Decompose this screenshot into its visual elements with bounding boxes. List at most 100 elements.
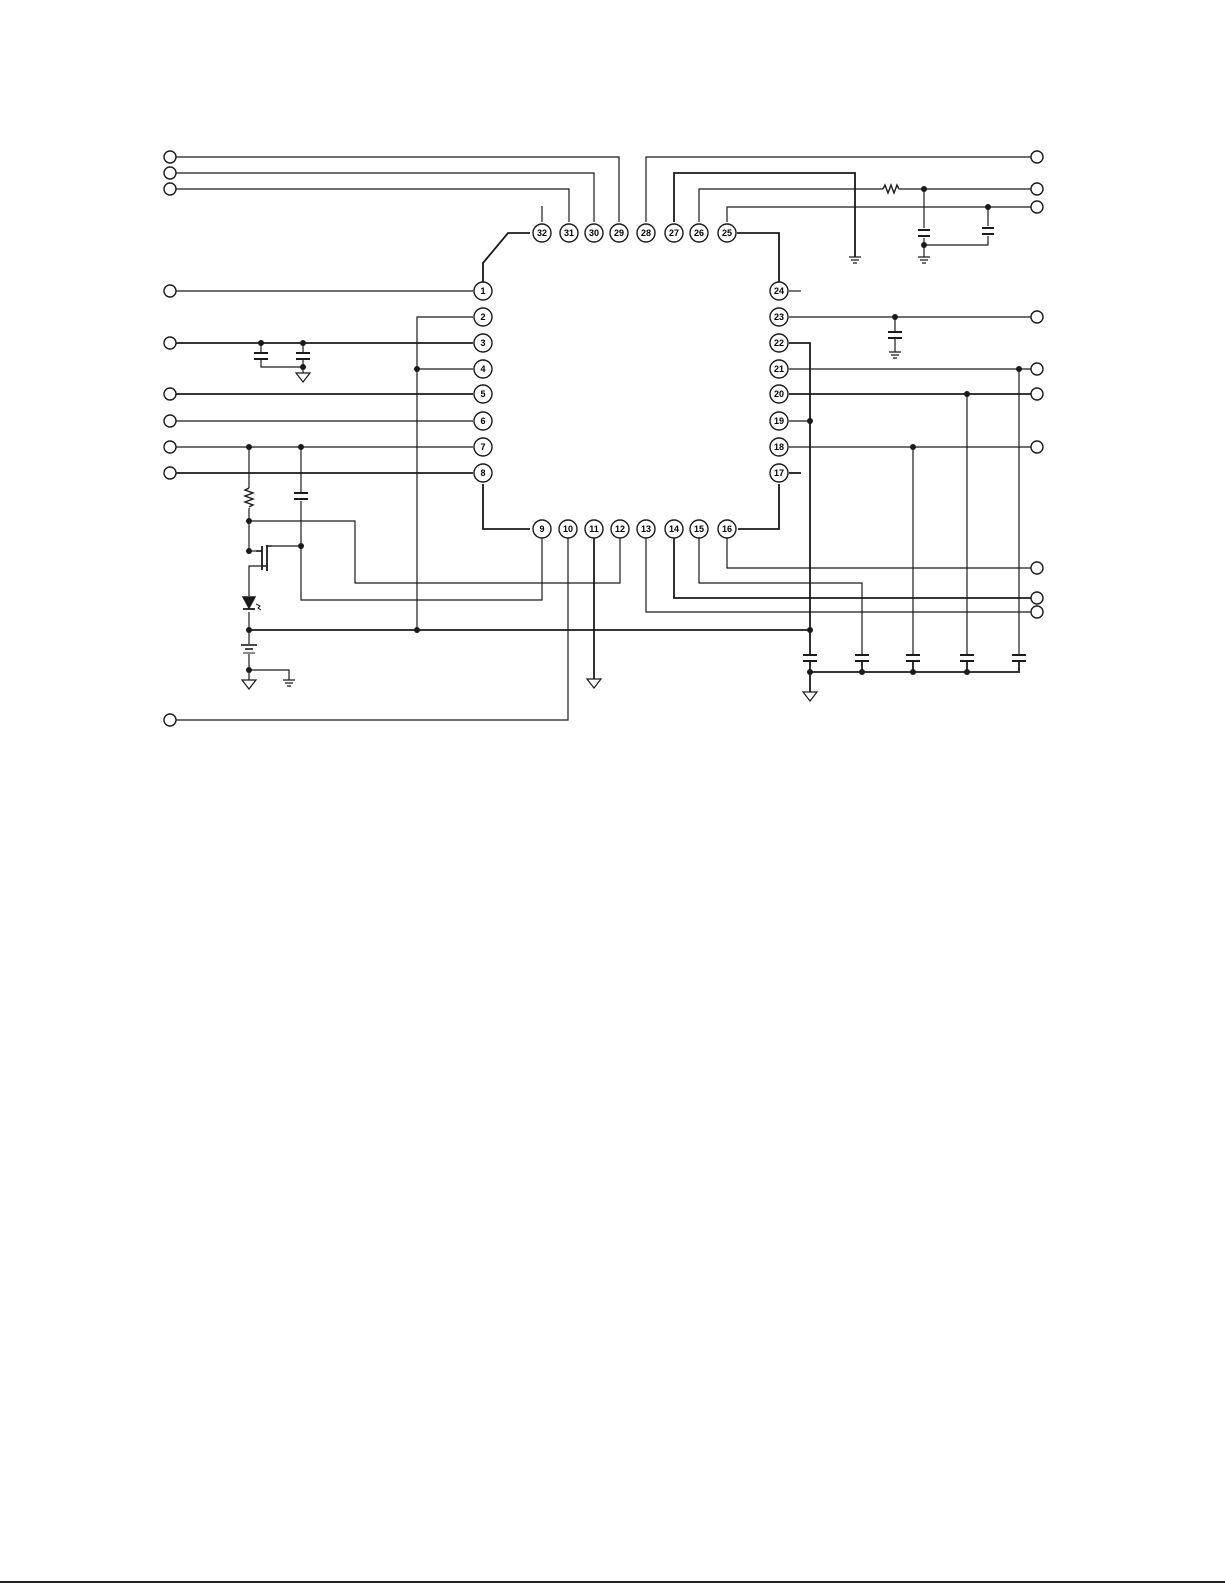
- pin-16: 16: [718, 520, 736, 538]
- wire-pin16: [727, 538, 1031, 568]
- terminal-left-5[interactable]: [164, 337, 176, 349]
- pin-20-label: 20: [774, 389, 784, 399]
- pin-12-label: 12: [615, 524, 625, 534]
- pin-24: 24: [770, 282, 788, 300]
- pin-4: 4: [474, 360, 492, 378]
- pin-21-label: 21: [774, 364, 784, 374]
- pin-27-label: 27: [669, 228, 679, 238]
- ground-lines: [283, 257, 930, 686]
- pin-6: 6: [474, 412, 492, 430]
- wire-pin27-to-ground: [674, 173, 855, 257]
- resistor-left: [245, 488, 253, 507]
- pin-21: 21: [770, 360, 788, 378]
- pin-17: 17: [770, 464, 788, 482]
- terminal-right-1[interactable]: [1031, 151, 1043, 163]
- capacitor-pin23: [888, 332, 902, 338]
- pin-22: 22: [770, 334, 788, 352]
- pin-15: 15: [690, 520, 708, 538]
- wire-pin1-chamfer: [483, 233, 530, 282]
- capacitor-pin3-b: [296, 353, 310, 359]
- pin-1: 1: [474, 282, 492, 300]
- capacitor-bank: [803, 655, 1026, 661]
- pin-18: 18: [770, 438, 788, 456]
- terminal-right-7[interactable]: [1031, 441, 1043, 453]
- wire-pin15: [699, 538, 862, 654]
- pin-15-label: 15: [694, 524, 704, 534]
- pin-22-label: 22: [774, 338, 784, 348]
- capacitor-rc-top: [918, 230, 930, 236]
- capacitor-pin3-a: [254, 353, 268, 359]
- pin-13: 13: [637, 520, 655, 538]
- wire-cap-return: [810, 662, 1019, 692]
- terminal-right-10[interactable]: [1031, 606, 1043, 618]
- pin-26-label: 26: [694, 228, 704, 238]
- pin-7-label: 7: [480, 442, 485, 452]
- pin-13-label: 13: [641, 524, 651, 534]
- capacitor-pin7: [294, 493, 308, 499]
- wire-pin25-to-terminal: [727, 207, 1031, 222]
- terminal-right-4[interactable]: [1031, 311, 1043, 323]
- mosfet: [256, 545, 272, 571]
- terminal-left-1[interactable]: [164, 151, 176, 163]
- wire-cap2-bottom: [924, 236, 988, 245]
- pin-5-label: 5: [480, 389, 485, 399]
- terminal-right-3[interactable]: [1031, 201, 1043, 213]
- wire-terminal-to-pin31: [176, 189, 569, 222]
- pin-7: 7: [474, 438, 492, 456]
- pin-12: 12: [611, 520, 629, 538]
- pin-31: 31: [560, 224, 578, 242]
- pin-4-label: 4: [480, 364, 485, 374]
- pin-14-label: 14: [669, 524, 679, 534]
- pin-25-label: 25: [722, 228, 732, 238]
- resistor-top: [883, 185, 899, 193]
- wire-node-b-cap: [301, 447, 542, 600]
- junctions: [246, 186, 1022, 675]
- wire-pin10-terminal: [176, 538, 568, 720]
- pin-30-label: 30: [589, 228, 599, 238]
- wire-pin22-bus: [789, 343, 810, 654]
- pin-27: 27: [665, 224, 683, 242]
- pin-11: 11: [585, 520, 603, 538]
- pin-32: 32: [533, 224, 551, 242]
- pin-29-label: 29: [614, 228, 624, 238]
- terminal-left-9[interactable]: [164, 467, 176, 479]
- pin-2-label: 2: [480, 312, 485, 322]
- wire-ground-node: [249, 670, 289, 680]
- terminal-left-8[interactable]: [164, 441, 176, 453]
- terminals: [164, 151, 1043, 726]
- ic-pins: 1 2 3 4 5 6 7 8 9 10 11 12 13 14 15 16 1…: [474, 224, 788, 538]
- terminal-left-7[interactable]: [164, 415, 176, 427]
- pin-10-label: 10: [563, 524, 573, 534]
- terminal-left-4[interactable]: [164, 285, 176, 297]
- wire-fet-source: [249, 566, 262, 596]
- terminal-left-6[interactable]: [164, 388, 176, 400]
- wire-terminal-to-pin30: [176, 173, 594, 222]
- terminal-right-2[interactable]: [1031, 183, 1043, 195]
- components: [241, 185, 1026, 701]
- pin-19: 19: [770, 412, 788, 430]
- terminal-left-3[interactable]: [164, 183, 176, 195]
- terminal-right-9[interactable]: [1031, 592, 1043, 604]
- pin-3: 3: [474, 334, 492, 352]
- pin-8-label: 8: [480, 468, 485, 478]
- terminal-left-2[interactable]: [164, 167, 176, 179]
- terminal-right-8[interactable]: [1031, 562, 1043, 574]
- wire-pin13: [646, 538, 1031, 612]
- pin-24-label: 24: [774, 286, 784, 296]
- capacitor-rc-second: [982, 228, 994, 234]
- footer-rule: [0, 1581, 1225, 1583]
- wire-pin25-right: [737, 233, 779, 282]
- pin-29: 29: [610, 224, 628, 242]
- pin-18-label: 18: [774, 442, 784, 452]
- pin-23-label: 23: [774, 312, 784, 322]
- wires: [176, 157, 1031, 720]
- pin-31-label: 31: [564, 228, 574, 238]
- wire-pin17-16: [738, 484, 779, 529]
- pin-3-label: 3: [480, 338, 485, 348]
- pin-9: 9: [533, 520, 551, 538]
- pin-2: 2: [474, 308, 492, 326]
- pin-1-label: 1: [480, 286, 485, 296]
- terminal-left-10[interactable]: [164, 714, 176, 726]
- terminal-right-5[interactable]: [1031, 363, 1043, 375]
- terminal-right-6[interactable]: [1031, 388, 1043, 400]
